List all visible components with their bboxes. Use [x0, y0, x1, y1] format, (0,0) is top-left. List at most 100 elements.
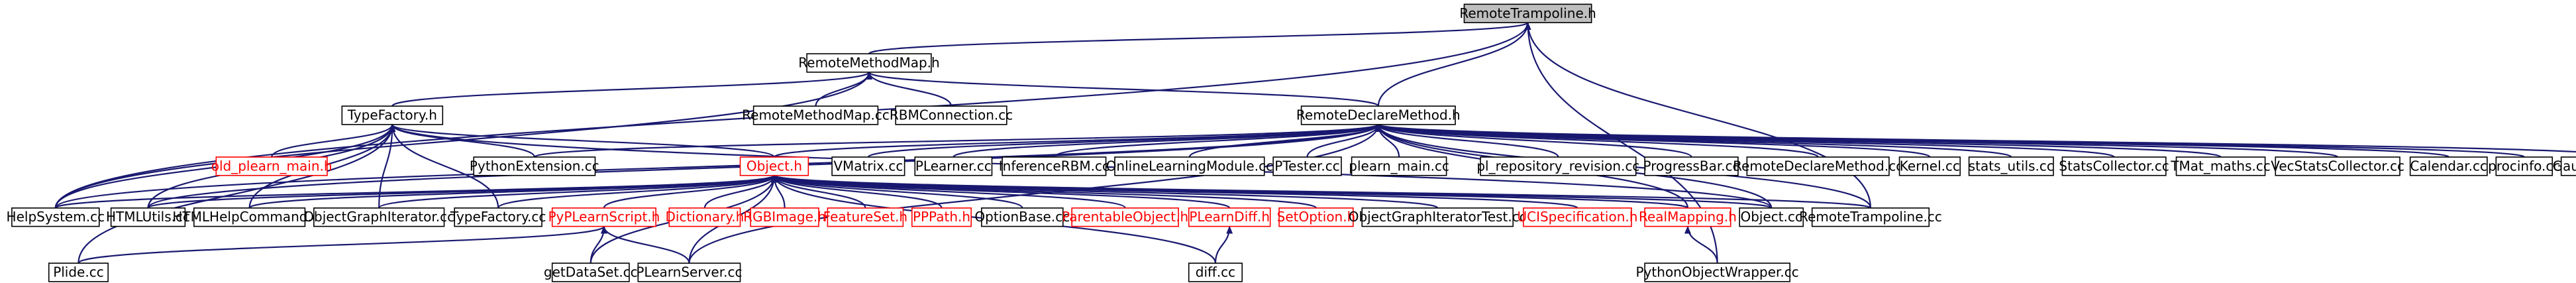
node-vmatrix-cc[interactable]: VMatrix.cc — [831, 156, 905, 176]
node-remote-method-map-cc[interactable]: RemoteMethodMap.cc — [742, 105, 890, 125]
node-diff-cc[interactable]: diff.cc — [1188, 262, 1243, 282]
node-label: ParentableObject.h — [1062, 209, 1188, 225]
node-stats-collector-cc[interactable]: StatsCollector.cc — [2059, 156, 2169, 176]
node-box — [1644, 262, 1790, 282]
node-label: RemoteTrampoline.h — [1459, 5, 1596, 21]
edge-plide-cc-to-type-factory-h — [77, 123, 396, 264]
edge-rbm-connection-cc-to-remote-method-map-h — [866, 71, 953, 107]
node-box — [2495, 156, 2553, 176]
edge-option-base-cc-to-object-h — [771, 174, 1023, 209]
edge-type-factory-cc-to-object-h — [497, 174, 778, 209]
node-box — [752, 105, 879, 125]
node-ptester-cc[interactable]: PTester.cc — [1272, 156, 1342, 176]
node-label: RemoteMethodMap.cc — [742, 107, 890, 123]
node-label: ProgressBar.cc — [1643, 158, 1740, 174]
node-label: RemoteDeclareMethod.h — [1296, 107, 1461, 123]
edge-python-object-wrapper-cc-to-remote-trampoline-h — [1524, 22, 1718, 264]
edge-gaussianize-vmatrix-cc-to-remote-declare-method-h — [1375, 123, 2576, 153]
node-calendar-cc[interactable]: Calendar.cc — [2409, 156, 2488, 176]
node-box — [911, 207, 972, 227]
node-type-factory-cc[interactable]: TypeFactory.cc — [450, 207, 546, 227]
edge-remote-declare-method-h-to-remote-trampoline-h — [1377, 22, 1531, 107]
node-old-plearn-main-h[interactable]: old_plearn_main.h — [211, 156, 333, 176]
node-html-help-command-cc[interactable]: HTMLHelpCommand.cc — [172, 207, 327, 227]
node-vec-stats-collector-cc[interactable]: VecStatsCollector.cc — [2271, 156, 2404, 176]
node-remote-trampoline-h[interactable]: RemoteTrampoline.h — [1459, 3, 1596, 23]
node-kernel-cc[interactable]: Kernel.cc — [1898, 156, 1961, 176]
node-box — [806, 53, 932, 73]
node-option-base-cc[interactable]: OptionBase.cc — [974, 207, 1070, 227]
edge-pl-repository-revision-cc-to-remote-declare-method-h — [1374, 123, 1559, 158]
node-box — [454, 207, 542, 227]
node-box — [981, 207, 1064, 227]
node-tmat-maths-cc[interactable]: TMat_maths.cc — [2170, 156, 2271, 176]
node-box — [1644, 156, 1739, 176]
node-object-graph-iterator-cc[interactable]: ObjectGraphIterator.cc — [303, 207, 454, 227]
node-inference-rbm-cc[interactable]: InferenceRBM.cc — [999, 156, 1109, 176]
edge-plide-cc-to-pyplearn-script-h — [77, 225, 607, 264]
node-plearner-cc[interactable]: PLearner.cc — [914, 156, 993, 176]
node-label: StatsCollector.cc — [2059, 158, 2169, 174]
node-box — [1114, 156, 1265, 176]
node-procinfo-cc[interactable]: procinfo.cc — [2488, 156, 2560, 176]
node-dictionary-h[interactable]: Dictionary.h — [666, 207, 745, 227]
node-remote-declare-method-h[interactable]: RemoteDeclareMethod.h — [1296, 105, 1461, 125]
node-label: RBMConnection.cc — [890, 107, 1013, 123]
node-pl-repository-revision-cc[interactable]: pl_repository_revision.cc — [1476, 156, 1639, 176]
node-python-extension-cc[interactable]: PythonExtension.cc — [470, 156, 599, 176]
node-pyplearn-script-h[interactable]: PyPLearnScript.h — [548, 207, 660, 227]
node-remote-method-map-h[interactable]: RemoteMethodMap.h — [798, 53, 940, 73]
node-box — [1463, 3, 1592, 23]
node-box — [1002, 156, 1107, 176]
node-set-option-h[interactable]: SetOption.h — [1277, 207, 1356, 227]
edge-progress-bar-cc-to-remote-declare-method-h — [1375, 123, 1692, 158]
node-object-h[interactable]: Object.h — [739, 156, 809, 176]
node-label: plearn_main.cc — [1349, 158, 1449, 174]
edge-diff-cc-to-plearn-diff-h — [1214, 225, 1233, 264]
node-remote-trampoline-cc[interactable]: RemoteTrampoline.cc — [1799, 207, 1942, 227]
node-plearn-server-cc[interactable]: PLearnServer.cc — [636, 262, 742, 282]
node-label: PyPLearnScript.h — [548, 209, 660, 225]
node-box — [313, 207, 445, 227]
node-help-system-cc[interactable]: HelpSystem.cc — [7, 207, 105, 227]
edge-python-extension-cc-to-remote-declare-method-h — [533, 123, 1382, 158]
node-box — [1351, 156, 1447, 176]
node-box — [637, 262, 741, 282]
node-label: old_plearn_main.h — [211, 158, 333, 174]
node-label: diff.cc — [1196, 264, 1235, 280]
node-object-cc[interactable]: Object.cc — [1739, 207, 1804, 227]
node-rbm-connection-cc[interactable]: RBMConnection.cc — [890, 105, 1013, 125]
node-progress-bar-cc[interactable]: ProgressBar.cc — [1643, 156, 1740, 176]
node-stats-utils-cc[interactable]: stats_utils.cc — [1969, 156, 2054, 176]
node-label: pl_repository_revision.cc — [1476, 158, 1639, 174]
node-get-data-set-cc[interactable]: getDataSet.cc — [544, 262, 638, 282]
edge-inference-rbm-cc-to-remote-declare-method-h — [1053, 123, 1382, 158]
node-label: RemoteTrampoline.cc — [1799, 209, 1942, 225]
node-feature-set-h[interactable]: FeatureSet.h — [823, 207, 907, 227]
node-html-utils-cc[interactable]: HTMLUtils.cc — [106, 207, 190, 227]
node-uci-specification-h[interactable]: UCISpecification.h — [1517, 207, 1637, 227]
node-online-learning-module-cc[interactable]: OnlineLearningModule.cc — [1106, 156, 1273, 176]
node-box — [215, 156, 328, 176]
node-label: PythonObjectWrapper.cc — [1636, 264, 1799, 280]
node-label: getDataSet.cc — [544, 264, 638, 280]
node-remote-declare-method-cc[interactable]: RemoteDeclareMethod.cc — [1733, 156, 1903, 176]
node-object-graph-iterator-test-cc[interactable]: ObjectGraphIteratorTest.cc — [1349, 207, 1527, 227]
edge-pp-path-h-to-object-h — [771, 174, 943, 209]
node-type-factory-h[interactable]: TypeFactory.h — [341, 105, 444, 125]
node-parentable-object-h[interactable]: ParentableObject.h — [1062, 207, 1188, 227]
node-plearn-main-cc[interactable]: plearn_main.cc — [1349, 156, 1449, 176]
node-label: PLearnDiff.h — [1189, 209, 1270, 225]
node-plide-cc[interactable]: Plide.cc — [48, 262, 109, 282]
node-gaussianize-vmatrix-cc[interactable]: GaussianizeVMatrix.cc — [2553, 156, 2576, 176]
node-real-mapping-h[interactable]: RealMapping.h — [1639, 207, 1737, 227]
node-pp-path-h[interactable]: PPPath.h — [911, 207, 972, 227]
node-plearn-diff-h[interactable]: PLearnDiff.h — [1188, 207, 1271, 227]
node-python-object-wrapper-cc[interactable]: PythonObjectWrapper.cc — [1636, 262, 1799, 282]
node-label: PLearnServer.cc — [636, 264, 742, 280]
node-rgb-image-h[interactable]: RGBImage.h — [743, 207, 826, 227]
node-box — [2409, 156, 2488, 176]
node-label: procinfo.cc — [2488, 158, 2560, 174]
node-label: TMat_maths.cc — [2170, 158, 2271, 174]
node-box — [750, 207, 819, 227]
